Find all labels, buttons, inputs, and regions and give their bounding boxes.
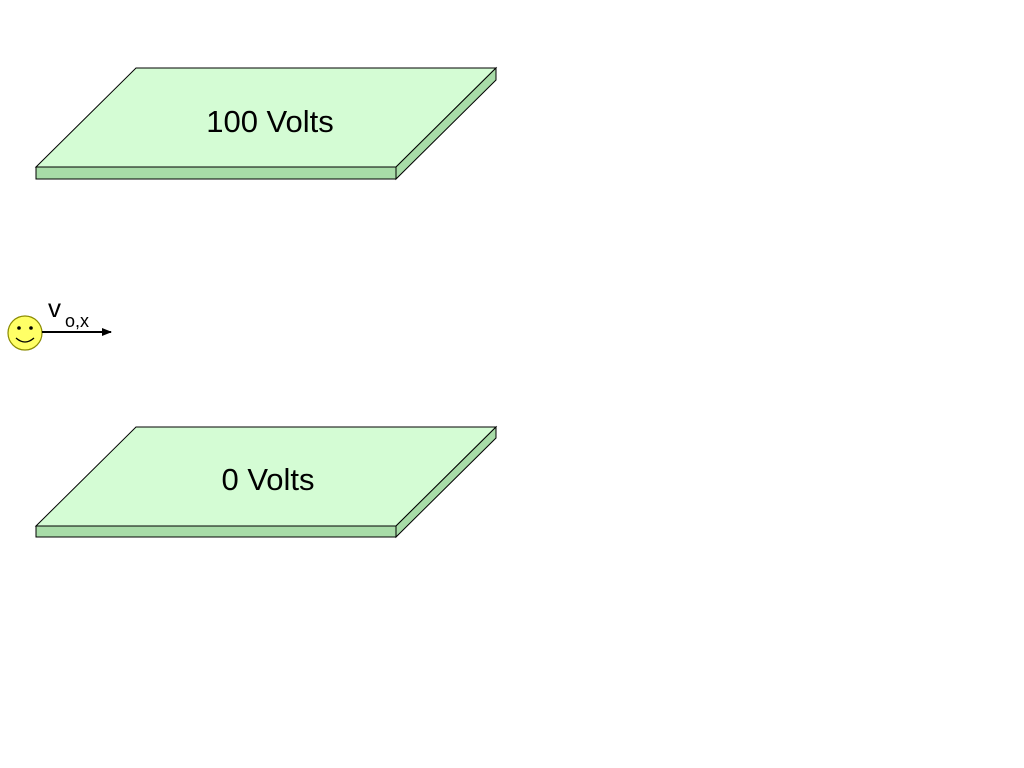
bottom-plate-side-edge (395, 425, 497, 539)
bottom-plate-front-edge (35, 525, 397, 538)
bottom-plate: 0 Volts (34, 425, 498, 539)
velocity-label: v o,x (48, 293, 89, 331)
velocity-symbol: v (48, 293, 61, 323)
top-plate-front-edge (35, 166, 397, 180)
smiley-left-eye (17, 326, 21, 330)
top-plate-side-edge (395, 66, 497, 181)
smiley-face-circle (7, 315, 43, 351)
smiley-mouth (15, 337, 35, 343)
bottom-plate-label: 0 Volts (221, 462, 314, 497)
top-plate: 100 Volts (34, 66, 498, 181)
smiley-icon (7, 315, 43, 351)
smiley-right-eye (29, 326, 33, 330)
top-plate-label: 100 Volts (206, 104, 334, 139)
velocity-subscript: o,x (65, 311, 89, 331)
